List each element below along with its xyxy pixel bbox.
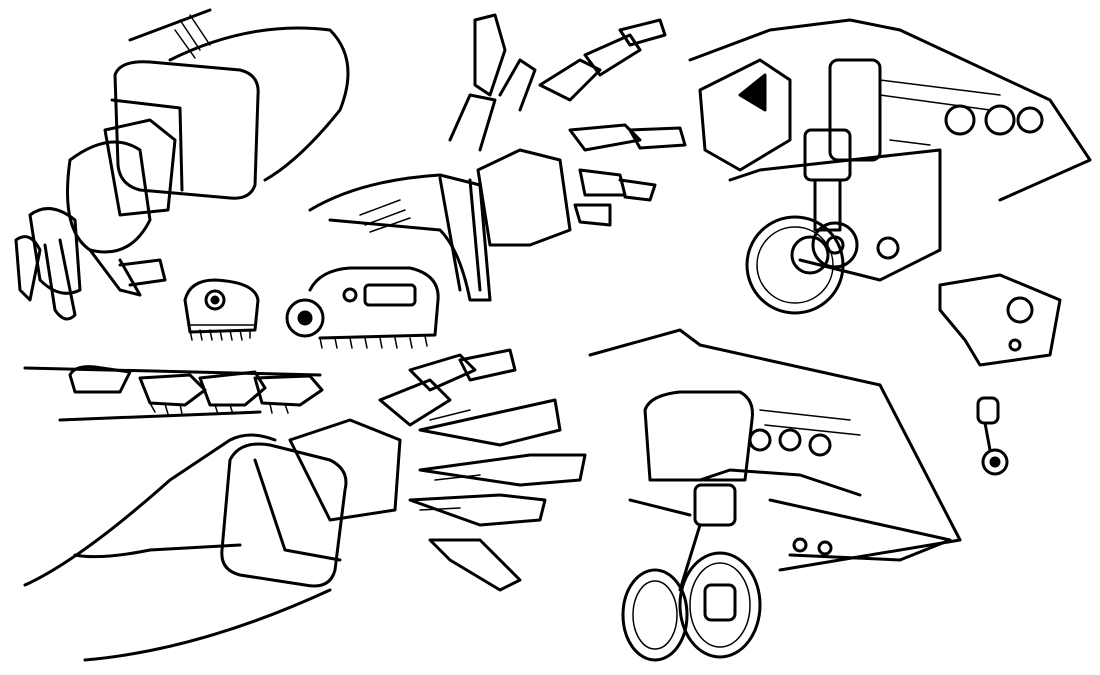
- curled-robot-hand-sketch: [14, 8, 350, 321]
- gear-detail-wide: [285, 266, 440, 349]
- landing-gear-upper-sketch: [688, 18, 1092, 315]
- bracket-part-sketch: [938, 273, 1062, 367]
- open-robot-hand-sketch: [308, 13, 687, 302]
- piston-part-sketch: [976, 396, 1009, 476]
- knuckle-plates-sketch: [23, 365, 324, 422]
- landing-gear-lower-sketch: [588, 328, 962, 662]
- gear-detail-small: [183, 278, 260, 341]
- large-robot-hand-sketch: [23, 348, 587, 662]
